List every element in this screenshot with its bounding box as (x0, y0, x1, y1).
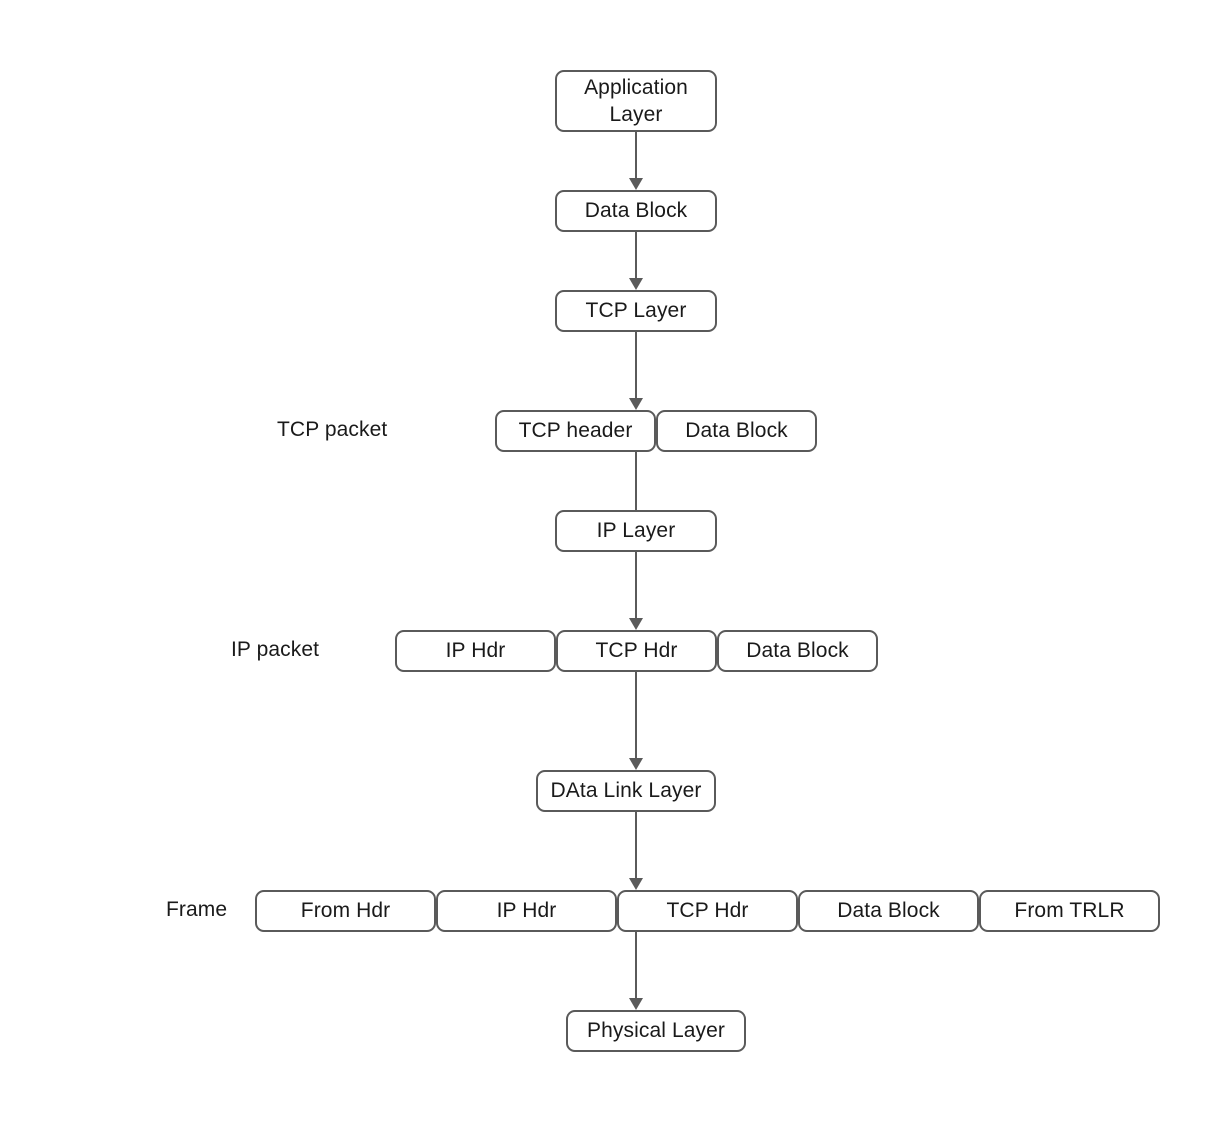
node-from-trlr-frame: From TRLR (979, 890, 1160, 932)
node-tcp-hdr-ip-packet: TCP Hdr (556, 630, 717, 672)
arrow-data-link-layer-to-frame (629, 812, 643, 890)
arrow-ip-packet-to-data-link-layer (629, 672, 643, 770)
from-trlr-label: From TRLR (1014, 899, 1125, 923)
arrow-tcp-layer-to-tcp-packet (629, 332, 643, 410)
ip-hdr-label: IP Hdr (445, 639, 506, 663)
node-tcp-header: TCP header (495, 410, 656, 452)
node-from-hdr-frame: From Hdr (255, 890, 436, 932)
node-application-layer: Application Layer (555, 70, 717, 132)
node-ip-hdr-ip-packet: IP Hdr (395, 630, 556, 672)
node-data-block-frame: Data Block (798, 890, 979, 932)
data-block-label: Data Block (685, 419, 788, 443)
data-block-label: Data Block (584, 199, 688, 223)
physical-layer-label: Physical Layer (587, 1019, 725, 1043)
ip-hdr-label: IP Hdr (496, 899, 557, 923)
node-tcp-hdr-frame: TCP Hdr (617, 890, 798, 932)
from-hdr-label: From Hdr (300, 899, 391, 923)
ip-layer-label: IP Layer (596, 519, 676, 543)
application-layer-line-2: Layer (609, 103, 663, 126)
arrow-data-block-to-tcp-layer (629, 232, 643, 290)
tcp-header-label: TCP header (518, 419, 633, 443)
node-physical-layer: Physical Layer (566, 1010, 746, 1052)
node-tcp-layer: TCP Layer (555, 290, 717, 332)
data-block-label: Data Block (837, 899, 940, 923)
tcp-hdr-label: TCP Hdr (595, 639, 678, 663)
node-ip-layer: IP Layer (555, 510, 717, 552)
node-data-block-application: Data Block (555, 190, 717, 232)
arrow-ip-layer-to-ip-packet (629, 552, 643, 630)
arrow-application-to-data-block (629, 132, 643, 190)
node-data-link-layer: DAta Link Layer (536, 770, 716, 812)
tcp-layer-label: TCP Layer (585, 299, 687, 323)
application-layer-line-1: Application (584, 75, 688, 99)
node-data-block-tcp-packet: Data Block (656, 410, 817, 452)
tcp-hdr-label: TCP Hdr (666, 899, 749, 923)
node-ip-hdr-frame: IP Hdr (436, 890, 617, 932)
node-data-block-ip-packet: Data Block (717, 630, 878, 672)
label-frame: Frame (166, 898, 228, 921)
label-ip-packet: IP packet (231, 638, 320, 661)
label-tcp-packet: TCP packet (277, 418, 388, 441)
arrow-frame-to-physical-layer (629, 932, 643, 1010)
data-block-label: Data Block (746, 639, 849, 663)
data-link-layer-label: DAta Link Layer (550, 779, 702, 803)
